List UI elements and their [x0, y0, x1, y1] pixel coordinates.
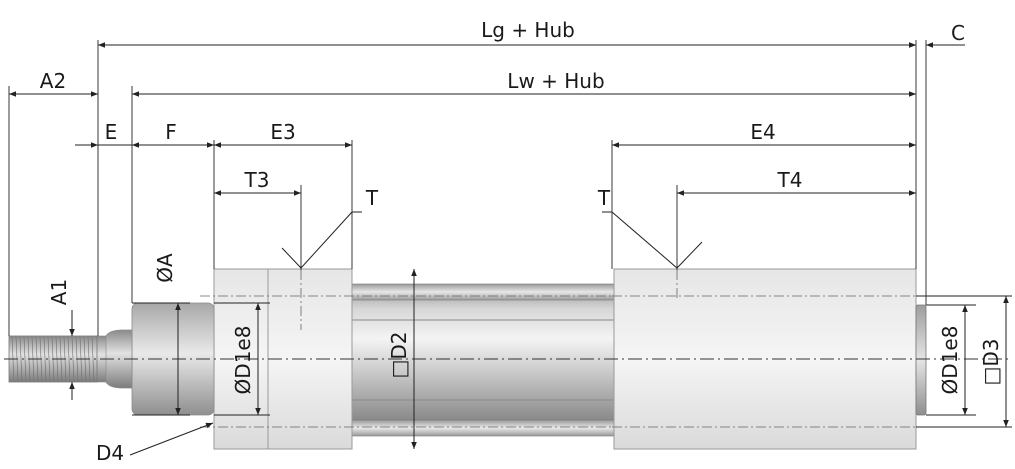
- label-od1e8-left: ØD1e8: [231, 326, 255, 395]
- leader-t-right: [611, 211, 703, 269]
- label-t3: T3: [244, 168, 270, 192]
- label-oa: ØA: [153, 253, 177, 283]
- label-lw-hub: Lw + Hub: [507, 69, 604, 93]
- label-lg-hub: Lg + Hub: [481, 18, 575, 42]
- thread-line: [47, 336, 51, 382]
- label-e: E: [105, 120, 118, 144]
- label-c: C: [951, 21, 965, 45]
- label-sq-d2: □D2: [387, 331, 411, 378]
- label-a2: A2: [40, 69, 66, 93]
- extension-lines: [8, 40, 1012, 428]
- tie-rod-bottom: [351, 419, 615, 437]
- label-e4: E4: [750, 120, 775, 144]
- label-f: F: [165, 120, 177, 144]
- label-a1: A1: [47, 279, 71, 305]
- cylinder-tube: [352, 284, 614, 420]
- label-t-right: T: [597, 186, 611, 210]
- leader-d4: [129, 422, 214, 456]
- thread-line: [43, 336, 47, 382]
- dimension-labels: Lg + Hub C Lw + Hub A2 E F E3 E4 T3 T4 T…: [40, 18, 1003, 465]
- thread-line: [19, 336, 23, 382]
- rear-end-cap: [915, 304, 927, 416]
- dimension-lines: [9, 42, 1009, 449]
- label-d4: D4: [96, 441, 124, 465]
- label-t4: T4: [777, 168, 803, 192]
- label-e3: E3: [270, 120, 295, 144]
- thread-line: [71, 336, 75, 382]
- thread-line: [23, 336, 27, 382]
- leader-t-left: [281, 211, 353, 269]
- leader-lines: [129, 211, 703, 456]
- thread-line: [91, 336, 95, 382]
- label-t-left: T: [365, 186, 379, 210]
- label-od1e8-right: ØD1e8: [938, 326, 962, 395]
- tie-rod-top: [351, 283, 615, 301]
- thread-line: [67, 336, 71, 382]
- label-sq-d3: □D3: [979, 338, 1003, 385]
